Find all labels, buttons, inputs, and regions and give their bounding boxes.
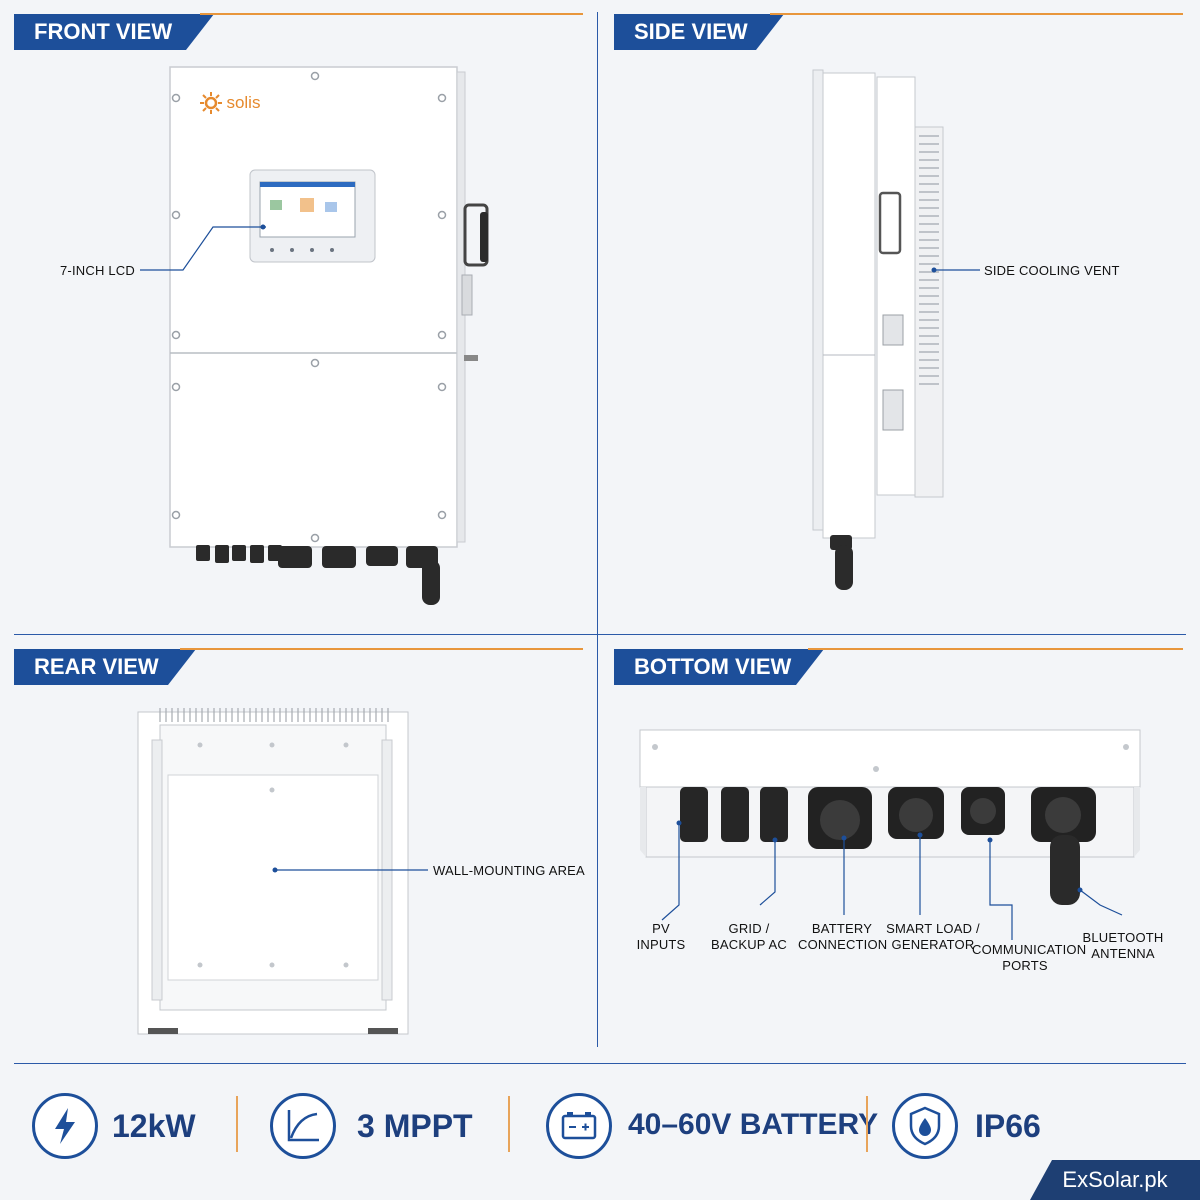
bottom-view-inverter: [639, 729, 1141, 905]
brand-badge: ExSolar.pk: [1030, 1160, 1200, 1200]
pv-inputs-line2: INPUTS: [636, 937, 686, 952]
grid-backup-line2: BACKUP AC: [711, 937, 787, 952]
spec-separator-3: [866, 1096, 868, 1152]
spec-ip-label: IP66: [975, 1108, 1041, 1144]
wall-mounting-callout: WALL-MOUNTING AREA: [433, 863, 585, 878]
bluetooth-antenna-line1: BLUETOOTH: [1082, 930, 1164, 945]
solis-logo: solis: [200, 92, 260, 114]
bottom-view-tab-line: [808, 648, 1183, 650]
spec-battery: [546, 1093, 612, 1159]
pv-inputs-callout: PV INPUTS: [630, 921, 692, 953]
spec-separator-1: [236, 1096, 238, 1152]
vertical-divider: [597, 12, 598, 1047]
curve-graph-icon: [287, 1110, 319, 1142]
battery-icon: [561, 1112, 597, 1140]
front-view-inverter: [169, 66, 489, 605]
smart-load-line2: GENERATOR: [891, 937, 975, 952]
sun-logo-icon: [200, 92, 222, 114]
battery-connection-callout: BATTERY CONNECTION: [798, 921, 888, 953]
footer-divider: [14, 1063, 1186, 1064]
communication-ports-callout: COMMUNICATION PORTS: [972, 942, 1087, 974]
spec-power: [32, 1093, 98, 1159]
communication-ports-line2: PORTS: [1002, 958, 1048, 973]
spec-ip: [892, 1093, 958, 1159]
side-view-inverter: [812, 69, 944, 590]
spec-mppt-label: 3 MPPT: [357, 1108, 473, 1144]
bluetooth-antenna-callout: BLUETOOTH ANTENNA: [1080, 930, 1166, 962]
wall-leader-line: [272, 867, 428, 873]
side-view-tab: SIDE VIEW: [614, 14, 784, 50]
communication-ports-line1: COMMUNICATION: [972, 942, 1087, 957]
horizontal-divider: [14, 634, 1186, 635]
bottom-view-tab: BOTTOM VIEW: [614, 649, 824, 685]
battery-connection-line1: BATTERY: [811, 921, 873, 936]
battery-connection-line2: CONNECTION: [798, 937, 888, 952]
smart-load-callout: SMART LOAD / GENERATOR: [884, 921, 982, 953]
shield-drop-icon: [909, 1106, 941, 1146]
lcd-leader-line: [140, 224, 266, 271]
rear-view-tab: REAR VIEW: [14, 649, 196, 685]
pv-inputs-line1: PV: [652, 921, 670, 936]
lightning-icon: [55, 1108, 75, 1144]
smart-load-line1: SMART LOAD /: [886, 921, 980, 936]
front-view-tab-line: [200, 13, 583, 15]
rear-view-inverter: [137, 708, 409, 1035]
spec-mppt: [270, 1093, 336, 1159]
spec-separator-2: [508, 1096, 510, 1152]
rear-view-tab-line: [180, 648, 583, 650]
cooling-leader-line: [931, 267, 980, 273]
grid-backup-line1: GRID /: [728, 921, 770, 936]
grid-backup-callout: GRID / BACKUP AC: [708, 921, 790, 953]
spec-battery-label: 40–60V BATTERY: [628, 1108, 879, 1141]
bottom-leader-lines: [661, 820, 1123, 940]
lcd-callout: 7-INCH LCD: [60, 263, 135, 278]
spec-power-label: 12kW: [112, 1108, 196, 1144]
front-view-tab: FRONT VIEW: [14, 14, 214, 50]
side-view-tab-line: [770, 13, 1183, 15]
logo-text: solis: [226, 93, 261, 112]
bluetooth-antenna-line2: ANTENNA: [1091, 946, 1155, 961]
cooling-vent-callout: SIDE COOLING VENT: [984, 263, 1120, 278]
